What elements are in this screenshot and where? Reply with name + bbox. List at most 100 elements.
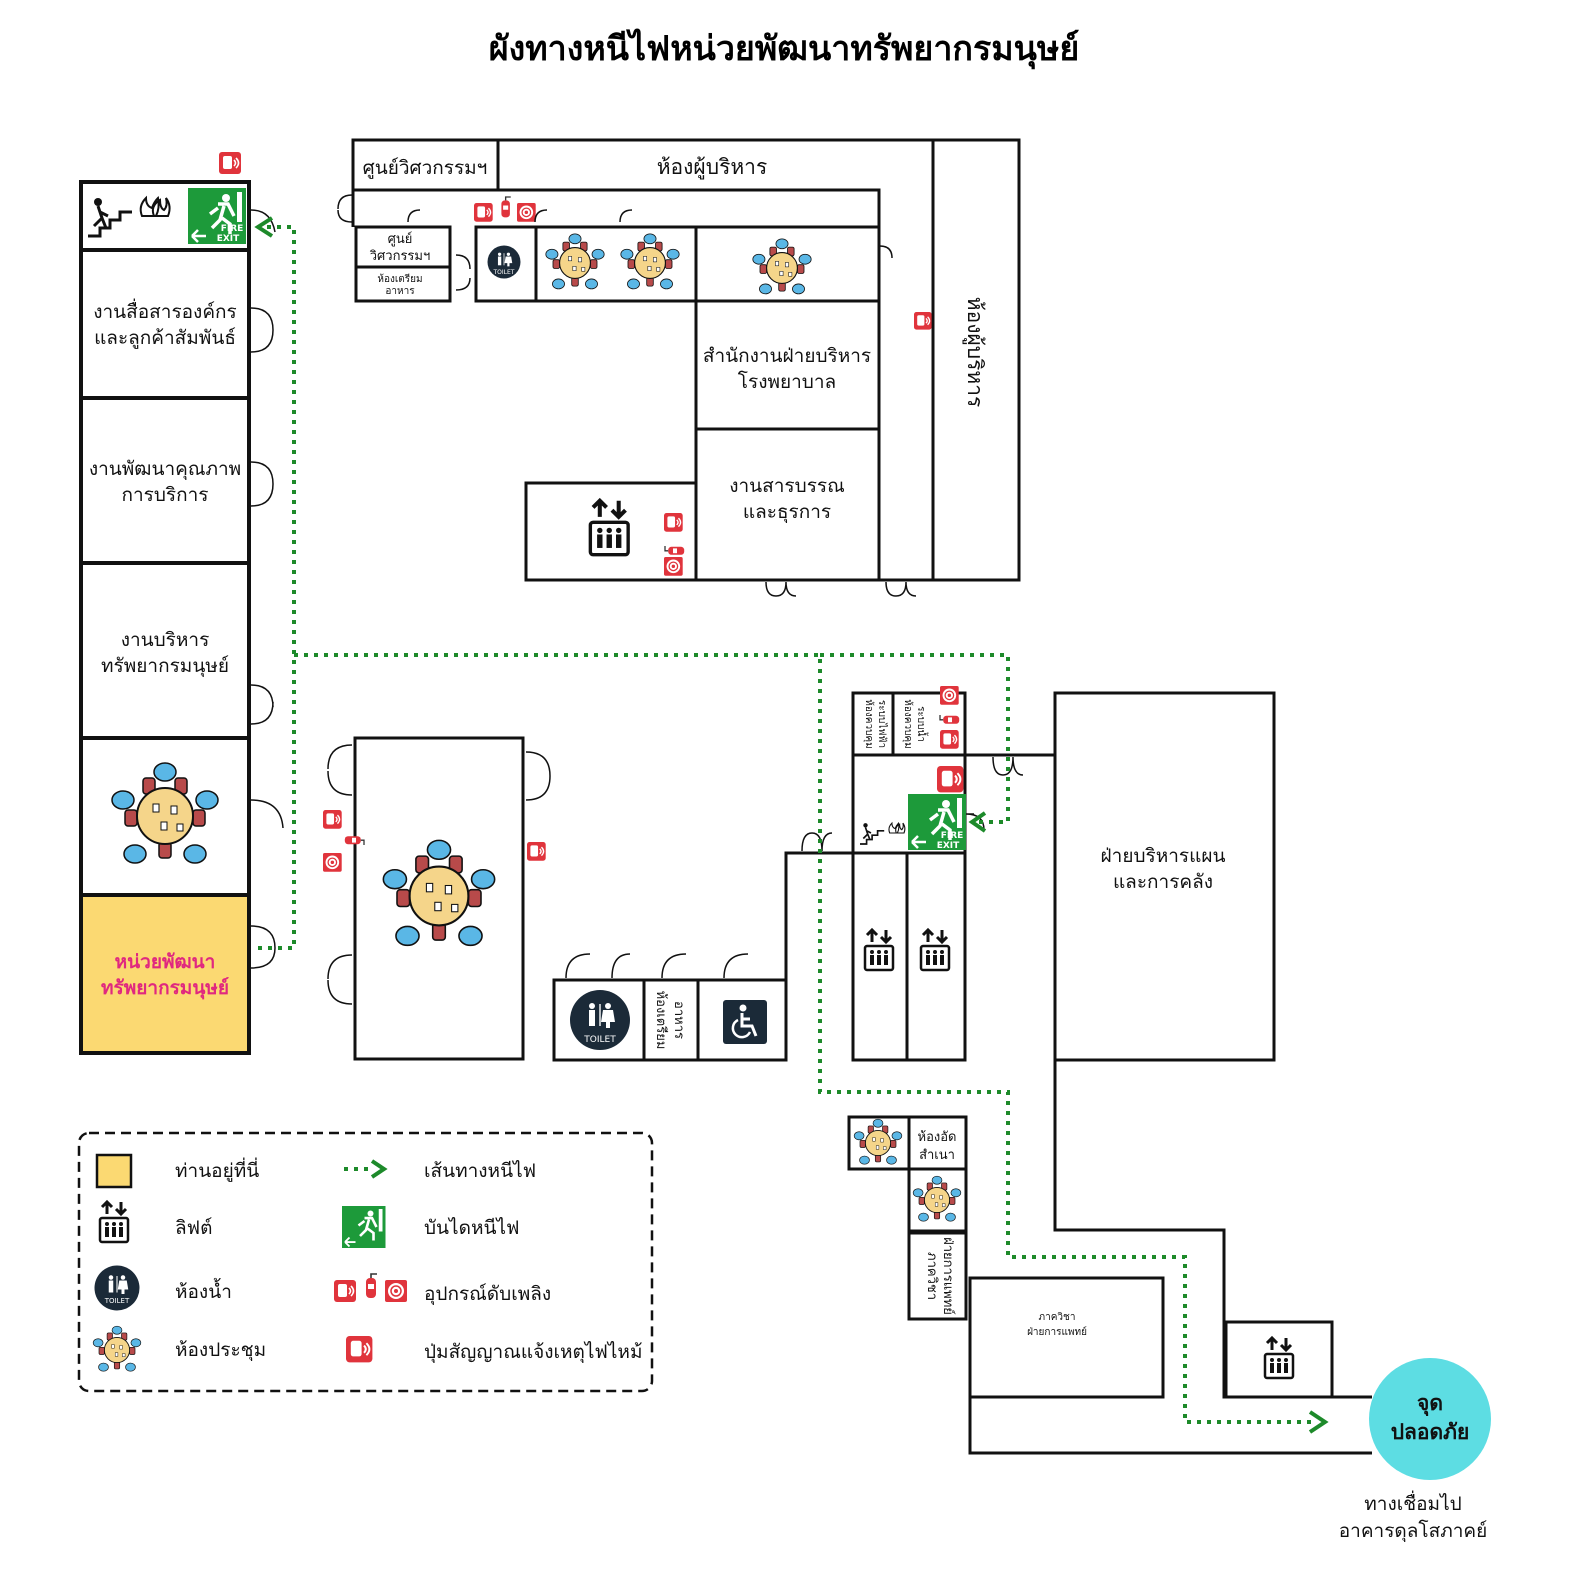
legend-equipment-label: อุปกรณ์ดับเพลิง [424, 1283, 551, 1306]
room-plan-finance-label: ฝ่ายบริหารแผน [1101, 845, 1226, 867]
fire-alarm-icon-exec [913, 311, 933, 331]
room-pr-label: งานสื่อสารองค์กร [93, 298, 237, 323]
fire-stairs-core-icon [859, 822, 906, 845]
legend-here-swatch [95, 1153, 133, 1189]
you-are-here-label: หน่วยพัฒนา [115, 951, 216, 973]
connection-label-2: อาคารดุลโสภาคย์ [1339, 1519, 1487, 1543]
fire-alarm-icon-core-b [936, 765, 965, 794]
room-food-prep-vertical-label: ห้องเตรียม [653, 991, 669, 1050]
toilet-text-bottom: TOILET [583, 1035, 616, 1045]
safe-point-label: จุด [1417, 1391, 1443, 1417]
room-medical-vertical-label-2: ฝ่ายการแพทย์ [940, 1237, 956, 1315]
room-food-prep-small-label: ห้องเตรียม [377, 273, 422, 285]
room-medical-vertical-label: ภาควิชา [924, 1252, 939, 1300]
fire-hose-icon-top-lift [663, 556, 684, 577]
fire-hose-icon-core [939, 685, 960, 706]
doors-service [565, 832, 833, 979]
fire-alarm-icon [218, 151, 242, 175]
bottom-right-rooms [847, 1115, 1372, 1455]
toilet-text-top: TOILET [493, 269, 515, 276]
legend-route-label: เส้นทางหนีไฟ [424, 1160, 536, 1182]
room-food-prep-small-label-2: อาหาร [385, 286, 415, 297]
room-food-prep-vertical-label-2: อาหาร [671, 1001, 686, 1039]
legend-alarm-label: ปุ่มสัญญาณแจ้งเหตุไฟไหม้ [424, 1341, 642, 1364]
legend-box [77, 1131, 654, 1393]
meeting-room-icon-center [382, 839, 496, 947]
legend-hose-icon [384, 1279, 408, 1303]
legend-toilet-label: ห้องน้ำ [175, 1278, 232, 1303]
page-title: ผังทางหนีไฟหน่วยพัฒนาทรัพยากรมนุษย์ [489, 28, 1080, 70]
legend-route-arrow [370, 1159, 388, 1179]
exit-sign-exit-text: EXIT [217, 234, 240, 244]
room-hr-admin-label: งานบริหาร [121, 629, 210, 651]
legend-meeting-label: ห้องประชุม [175, 1339, 266, 1362]
meeting-room-icon-br-1 [853, 1118, 903, 1165]
room-engineering-small-label-2: วิศวกรรมฯ [369, 249, 430, 264]
legend-lift-label: ลิฟต์ [175, 1217, 212, 1239]
safe-point-label-2: ปลอดภัย [1391, 1420, 1470, 1444]
room-admin-office-label-2: โรงพยาบาล [738, 370, 836, 393]
room-engineering-label: ศูนย์วิศวกรรมฯ [363, 157, 488, 179]
legend-alarm-icon [345, 1335, 374, 1364]
room-admin-office-label: สำนักงานฝ่ายบริหาร [703, 345, 871, 367]
legend-stairs-icon [340, 1204, 387, 1250]
fire-extinguisher-icon-top-lift [664, 545, 685, 556]
connection-label: ทางเชื่อมไป [1364, 1490, 1461, 1515]
legend-stairs-label: บันไดหนีไฟ [424, 1217, 519, 1239]
you-are-here-room [79, 893, 251, 1055]
meeting-room-icon-top-2 [620, 233, 680, 290]
meeting-room-icon-top-3 [752, 238, 812, 295]
legend-here-label: ท่านอยู่ที่นี่ [175, 1157, 259, 1182]
legend-alarm-equipment-icon [333, 1279, 357, 1303]
room-medical-label: ภาควิชา [1039, 1312, 1076, 1323]
fire-alarm-icon-top-lift [663, 512, 684, 533]
exit-sign-core-exit-text: EXIT [937, 841, 960, 851]
room-control-b-label-2: ระบบน้ำ [915, 706, 929, 742]
safe-point-circle [1369, 1358, 1491, 1480]
lift-icon-core-1 [863, 928, 895, 972]
fire-alarm-icon-core-a [939, 729, 960, 750]
legend-meeting-icon [92, 1325, 142, 1372]
exit-sign-fire-text: FIRE [221, 224, 244, 234]
room-control-a-label: ห้องควบคุม [863, 699, 875, 748]
lift-icon-bottom-right [1263, 1336, 1295, 1380]
legend-toilet-text: TOILET [104, 1297, 130, 1305]
fire-extinguisher-icon-core [939, 714, 960, 725]
fire-alarm-icon-center-right [526, 841, 547, 862]
lift-icon-core-2 [919, 928, 951, 972]
left-building [79, 180, 251, 1055]
room-documents-label: งานสารบรรณ [729, 475, 845, 497]
fire-hose-icon-center [322, 852, 343, 873]
legend-extinguisher-icon [365, 1273, 378, 1299]
fire-extinguisher-icon-center [344, 835, 365, 846]
room-documents-label-2: และธุรการ [743, 501, 831, 524]
meeting-room-icon [111, 762, 219, 864]
room-copy-label: ห้องอัด [918, 1130, 957, 1145]
service-rooms [552, 851, 853, 1062]
center-meeting-room [353, 736, 525, 1061]
escape-route [254, 216, 1329, 1434]
room-copy-label-2: สำเนา [919, 1148, 955, 1163]
room-engineering-small-label: ศูนย์ [388, 231, 413, 247]
accessible-toilet-icon [723, 1000, 767, 1044]
room-pr-label-2: และลูกค้าสัมพันธ์ [94, 327, 236, 349]
you-are-here-label-2: ทรัพยากรมนุษย์ [101, 977, 229, 1000]
room-quality-label: งานพัฒนาคุณภาพ [89, 458, 241, 481]
room-control-b-label: ห้องควบคุม [902, 699, 914, 748]
doors-left [250, 209, 284, 969]
fire-extinguisher-icon-corridor [500, 196, 512, 219]
room-medical-label-2: ฝ่ายการแพทย์ [1027, 1326, 1087, 1338]
room-executive-top-label: ห้องผู้บริหาร [657, 155, 768, 180]
exit-sign-core-fire-text: FIRE [941, 831, 964, 841]
room-plan-finance-label-2: และการคลัง [1113, 871, 1213, 893]
lift-icon-top [590, 501, 628, 555]
meeting-room-icon-br-2 [912, 1175, 962, 1222]
fire-hose-icon-corridor [516, 202, 537, 223]
fire-alarm-icon-center [322, 809, 343, 830]
fire-alarm-icon-corridor [473, 202, 494, 223]
room-executive-vertical-label: ห้องผู้บริหาร [962, 297, 987, 408]
meeting-room-icon-top-1 [545, 233, 605, 290]
room-hr-admin-label-2: ทรัพยากรมนุษย์ [101, 655, 229, 678]
top-building [351, 138, 1021, 582]
